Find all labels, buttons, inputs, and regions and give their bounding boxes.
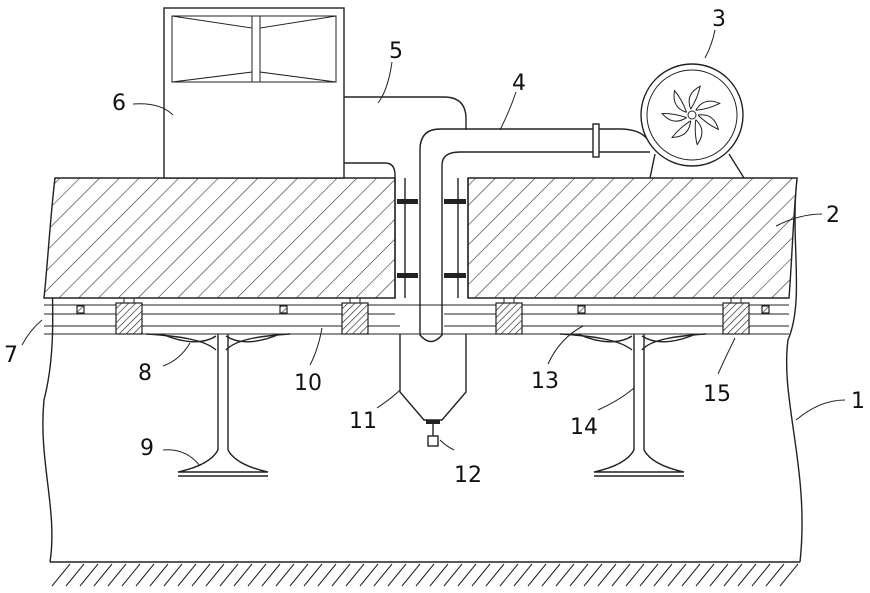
label-1: 1	[851, 389, 865, 414]
ground-tick	[178, 564, 196, 586]
ground-tick	[206, 564, 224, 586]
ground-tick	[304, 564, 322, 586]
fan	[641, 64, 744, 178]
ground-tick	[220, 564, 238, 586]
ground-tick	[766, 564, 784, 586]
hopper	[400, 334, 466, 446]
ground-tick	[598, 564, 616, 586]
ground-tick	[248, 564, 266, 586]
ground-tick	[752, 564, 770, 586]
ground-tick	[612, 564, 630, 586]
ground-tick	[150, 564, 168, 586]
ground-tick	[136, 564, 154, 586]
ground-tick	[122, 564, 140, 586]
label-8: 8	[138, 361, 152, 386]
ground-tick	[472, 564, 490, 586]
ground-tick	[276, 564, 294, 586]
ground-tick	[374, 564, 392, 586]
ground-tick	[402, 564, 420, 586]
label-10: 10	[294, 371, 322, 396]
label-14: 14	[570, 415, 598, 440]
ground-tick	[360, 564, 378, 586]
left-spreader	[146, 334, 290, 476]
ground-tick	[346, 564, 364, 586]
label-7: 7	[4, 343, 18, 368]
duct-5	[344, 97, 466, 178]
ground-tick	[318, 564, 336, 586]
ground-tick	[528, 564, 546, 586]
ground-tick	[738, 564, 756, 586]
label-11: 11	[349, 409, 377, 434]
ground-tick	[710, 564, 728, 586]
ground-tick	[654, 564, 672, 586]
ground-tick	[584, 564, 602, 586]
ground-tick	[542, 564, 560, 586]
ground-tick	[164, 564, 182, 586]
label-15: 15	[703, 382, 731, 407]
ground-tick	[430, 564, 448, 586]
ground-tick	[486, 564, 504, 586]
ground-tick	[192, 564, 210, 586]
ground-tick	[626, 564, 644, 586]
ground-tick	[262, 564, 280, 586]
ground-tick	[780, 564, 798, 586]
ground-tick	[80, 564, 98, 586]
label-13: 13	[531, 369, 559, 394]
fan-duct	[593, 124, 650, 157]
label-9: 9	[140, 436, 154, 461]
ground-tick	[444, 564, 462, 586]
ground-tick	[556, 564, 574, 586]
ground-tick	[696, 564, 714, 586]
slider-blocks	[116, 298, 749, 334]
ground-tick	[724, 564, 742, 586]
ground-hatching	[50, 562, 800, 586]
ground-tick	[640, 564, 658, 586]
ground-tick	[514, 564, 532, 586]
ground-tick	[234, 564, 252, 586]
label-2: 2	[826, 203, 840, 228]
ground-tick	[416, 564, 434, 586]
ground-tick	[500, 564, 518, 586]
ground-tick	[108, 564, 126, 586]
ground-tick	[388, 564, 406, 586]
ground-tick	[290, 564, 308, 586]
rail-studs	[77, 306, 769, 313]
ground-tick	[332, 564, 350, 586]
rail-layer	[44, 305, 789, 334]
ground-tick	[66, 564, 84, 586]
ground-tick	[94, 564, 112, 586]
ground-tick	[682, 564, 700, 586]
label-6: 6	[112, 91, 126, 116]
ground-tick	[668, 564, 686, 586]
ground-tick	[458, 564, 476, 586]
filter-housing	[164, 8, 344, 178]
label-3: 3	[712, 7, 726, 32]
label-12: 12	[454, 463, 482, 488]
label-4: 4	[512, 71, 526, 96]
ground-tick	[52, 564, 70, 586]
ground-tick	[570, 564, 588, 586]
right-spreader	[560, 334, 706, 476]
label-5: 5	[389, 39, 403, 64]
